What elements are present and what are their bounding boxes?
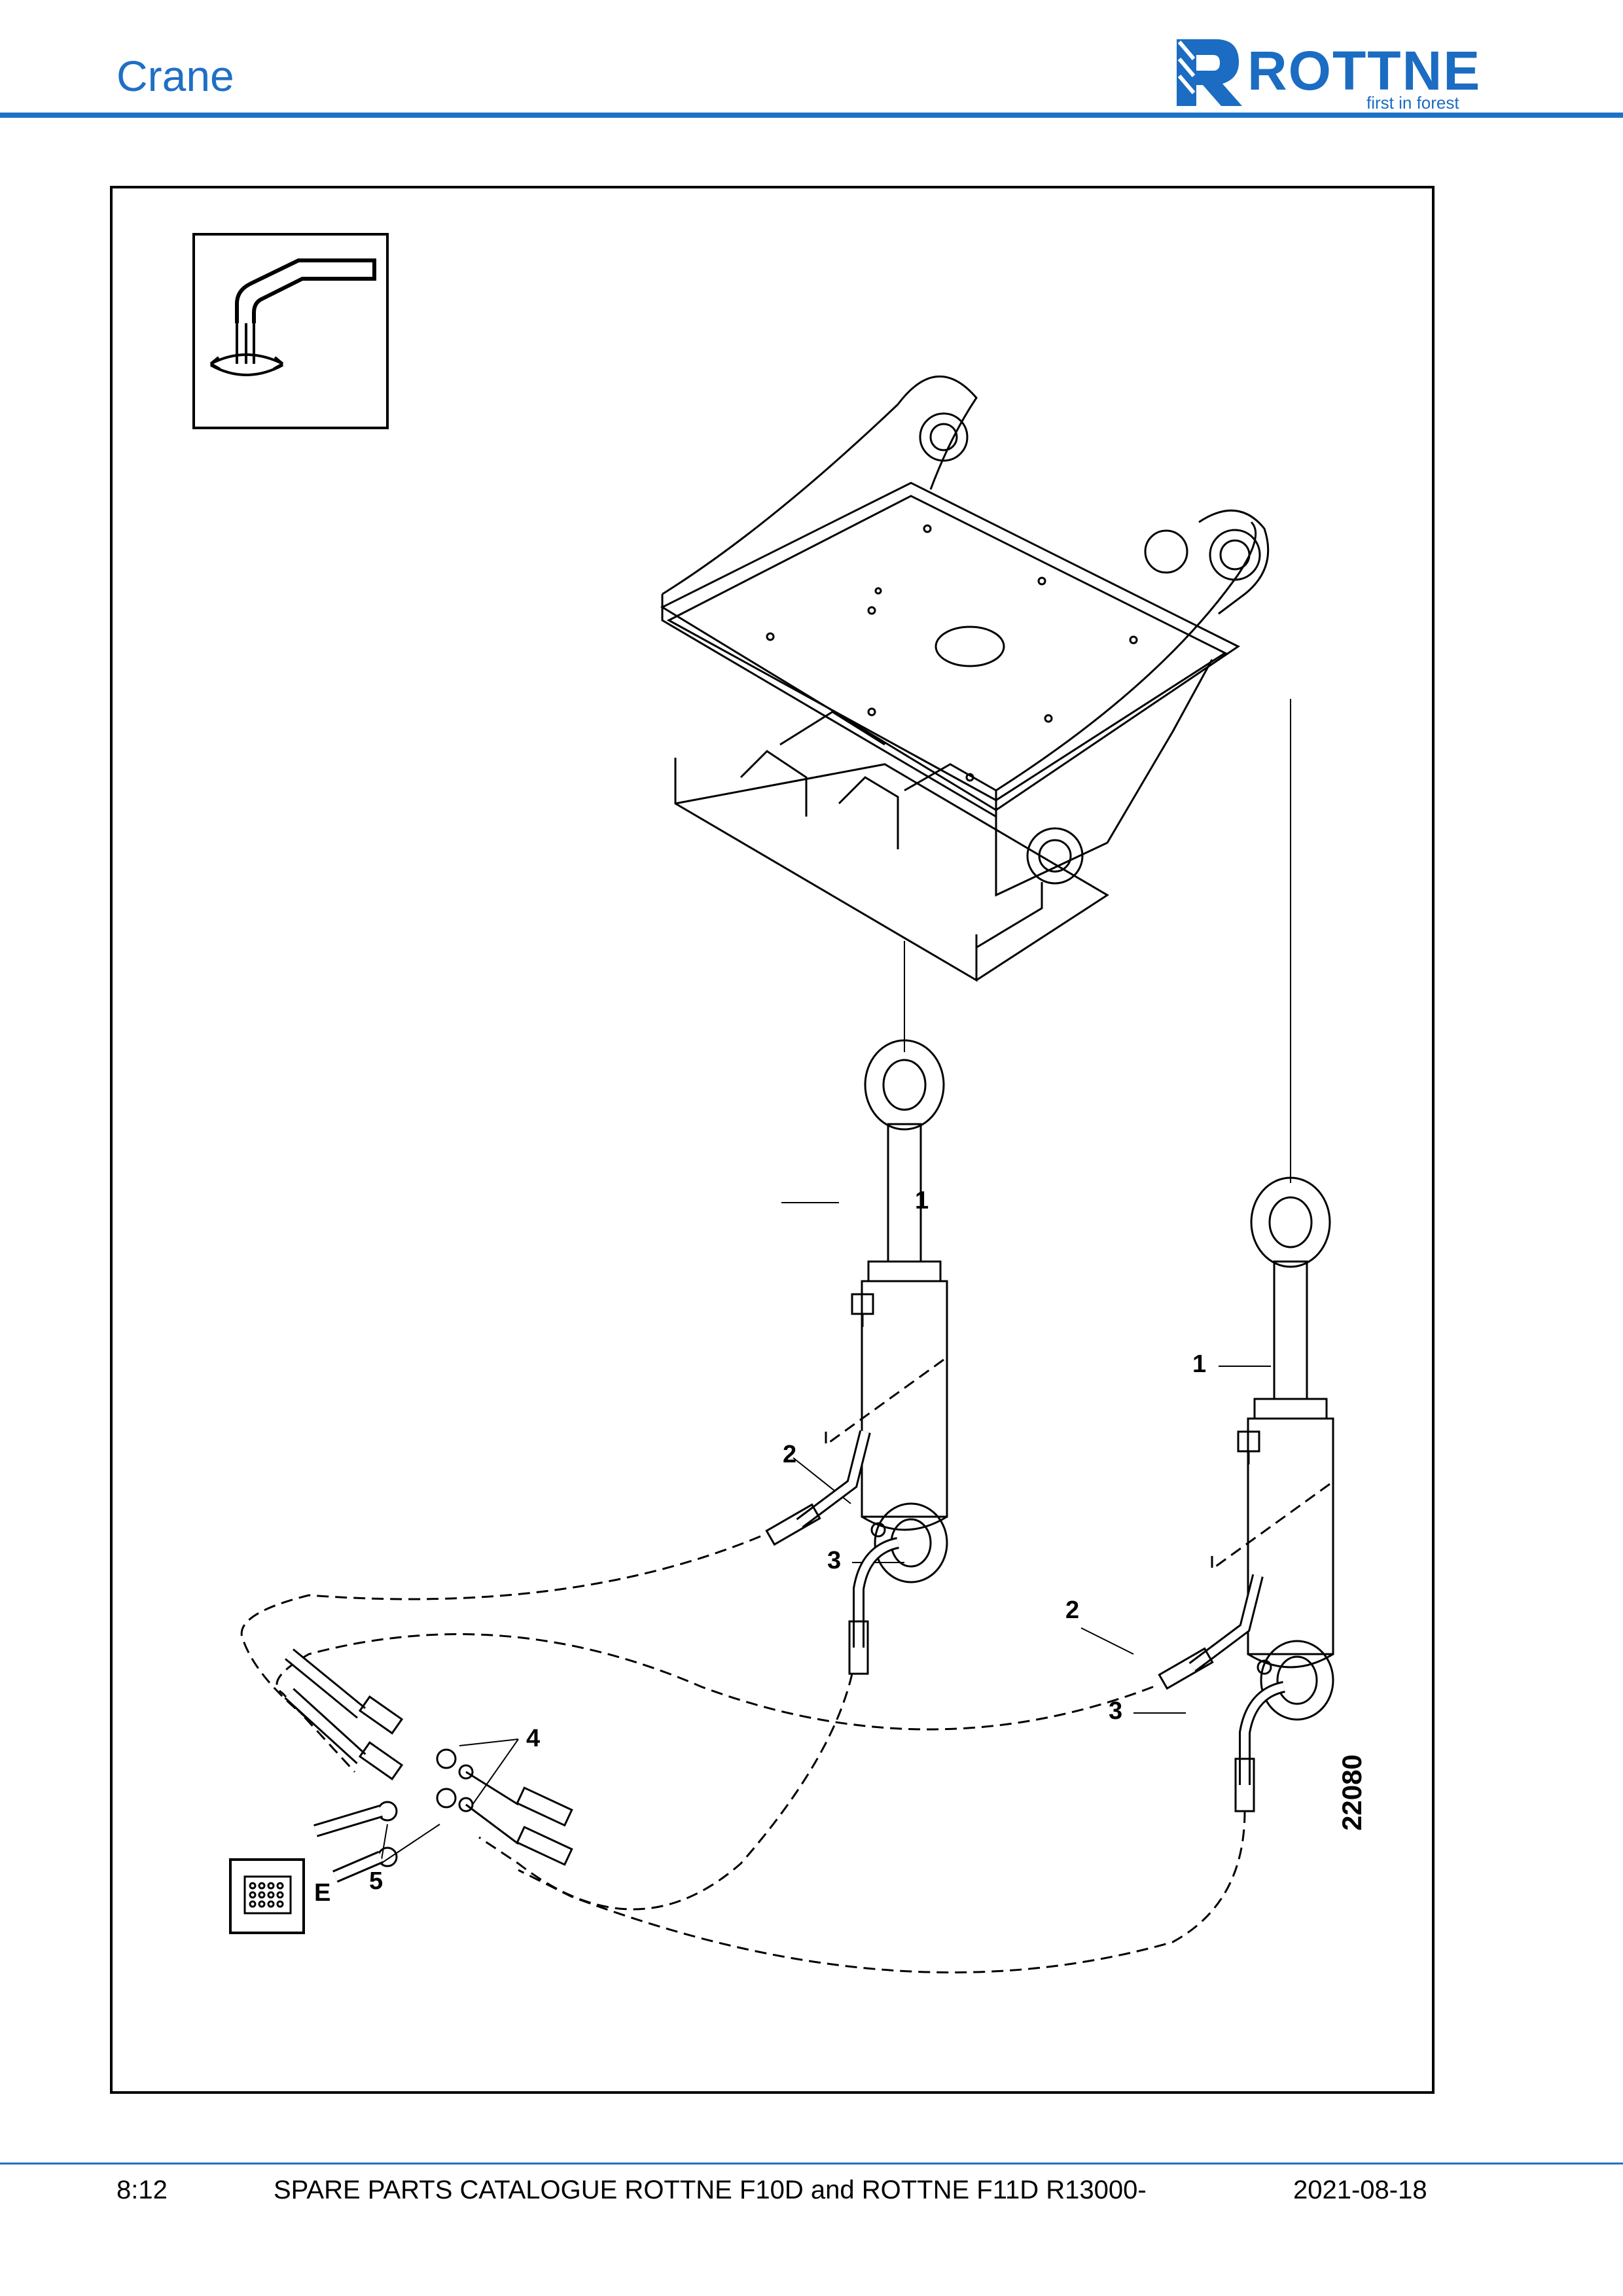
callout-2-right: 2 <box>1065 1597 1080 1624</box>
slewing-cylinder-left <box>851 1039 948 1583</box>
callout-3-left: 3 <box>827 1547 842 1574</box>
hose-routing-dashed <box>240 1358 1330 1973</box>
tee-fittings <box>284 1648 573 1883</box>
drawing-number: 22080 <box>1336 1754 1367 1831</box>
callout-5: 5 <box>369 1867 383 1895</box>
electrical-connector-symbol-icon <box>229 1858 305 1934</box>
crane-slewing-cylinder-illustration <box>192 233 1334 1973</box>
callout-3-right: 3 <box>1109 1697 1123 1725</box>
footer-divider <box>0 2163 1623 2164</box>
page-title: Crane <box>116 52 234 100</box>
logo-tagline: first in forest <box>1366 93 1459 113</box>
figure-frame: 1 1 2 3 2 3 4 5 E 22080 <box>110 186 1435 2094</box>
callout-2-left: 2 <box>783 1441 797 1468</box>
page-number: 8:12 <box>116 2176 168 2204</box>
catalogue-date: 2021-08-18 <box>1293 2176 1427 2204</box>
logo-wordmark: ROTTNE <box>1247 40 1482 101</box>
hose-assembly <box>765 1430 1286 1812</box>
callout-4: 4 <box>526 1725 541 1752</box>
crane-slewing-frame <box>660 375 1270 982</box>
callout-e: E <box>314 1879 331 1907</box>
callout-1-left: 1 <box>915 1187 929 1214</box>
rottne-r-emblem-icon <box>1177 39 1242 106</box>
catalogue-title: SPARE PARTS CATALOGUE ROTTNE F10D and RO… <box>274 2176 1147 2204</box>
rottne-logo: ROTTNE first in forest <box>1170 33 1524 113</box>
header-divider <box>0 113 1623 118</box>
callout-1-right: 1 <box>1192 1351 1207 1378</box>
slewing-cylinder-right <box>1237 1176 1334 1721</box>
crane-section-symbol-icon <box>192 233 389 429</box>
